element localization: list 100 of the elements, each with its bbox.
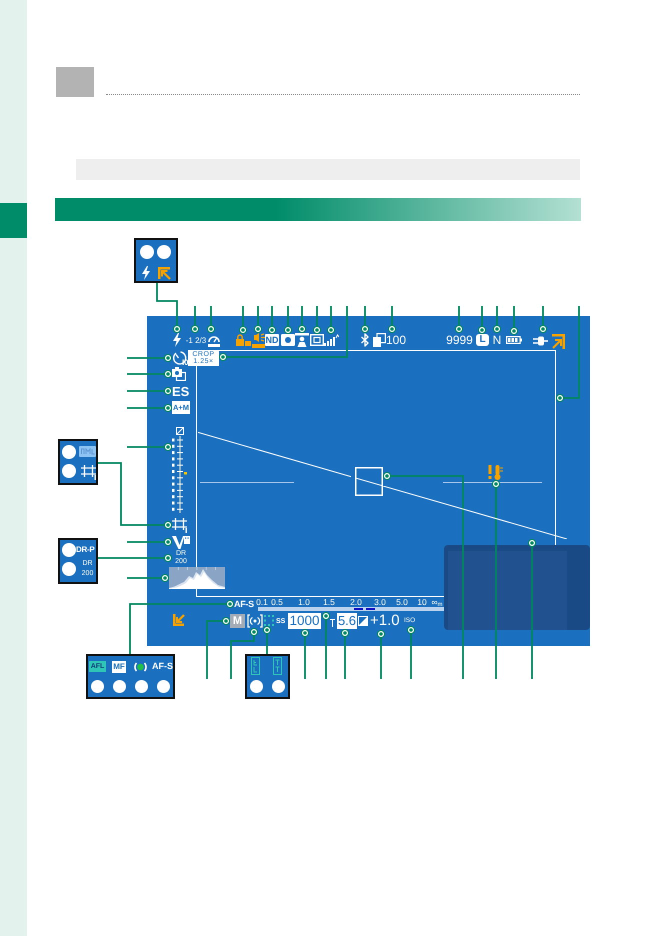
exposure-mode-badge: M <box>230 614 245 628</box>
callout-circle <box>90 680 104 692</box>
gauge-icon <box>207 333 221 347</box>
bar-steps-icon <box>324 334 339 346</box>
callout-box <box>58 439 98 485</box>
shots-remaining-readout: 9999 <box>444 333 475 347</box>
callout-box <box>86 654 175 699</box>
leader-line <box>230 627 259 679</box>
callout-circle <box>156 680 170 692</box>
leader-line <box>206 616 231 679</box>
level-indicator-drawing <box>198 430 351 483</box>
leader-line <box>312 306 322 335</box>
scale-number: 0.1 <box>256 597 268 607</box>
leader-line <box>283 306 293 335</box>
viewfinder-screen <box>147 316 590 646</box>
scale-number: 5.0 <box>396 597 408 607</box>
battery-icon <box>506 335 522 345</box>
image-size-badge: L <box>476 334 489 346</box>
histogram-drawing <box>169 567 225 589</box>
focus-frame <box>355 467 383 496</box>
leader-line <box>267 306 277 335</box>
leader-line <box>454 306 464 334</box>
scale-number: 1.5 <box>323 597 335 607</box>
leader-line <box>127 386 173 396</box>
callout-circle <box>250 680 262 692</box>
flash-icon <box>172 333 182 347</box>
callout-box <box>134 238 178 283</box>
leader-line <box>127 573 170 583</box>
counter-readout: 100 <box>386 333 411 347</box>
quality-letter: N <box>492 333 502 347</box>
dynamic-range-label: DR-P <box>76 544 95 556</box>
callout-circle <box>140 245 154 259</box>
heading-marker <box>56 67 94 97</box>
leader-line <box>527 538 537 679</box>
leader-line <box>387 306 397 334</box>
focus-mode-badge: MF <box>112 661 126 673</box>
callout-circle <box>62 543 76 557</box>
leader-line <box>253 306 263 334</box>
leader-line <box>300 628 310 679</box>
film-icon <box>172 535 190 550</box>
leader-line <box>127 537 173 547</box>
speaker-icon <box>251 333 266 348</box>
leader-line <box>491 479 501 679</box>
leader-line <box>340 628 350 679</box>
padlock-icon <box>236 334 251 346</box>
leader-line <box>509 306 519 336</box>
focus-mode-label: AF-S <box>152 660 173 673</box>
scale-number: 2.0 <box>350 597 362 607</box>
grid-lines-icon <box>172 517 190 533</box>
dotted-square-icon <box>264 615 274 626</box>
leader-line <box>206 306 216 334</box>
focus-mode-label: AF-S <box>234 597 255 612</box>
exposure-compensation-readout: +1.0 <box>370 612 402 630</box>
leader-line <box>376 629 386 679</box>
leader-line <box>190 306 200 334</box>
timer-icon <box>172 351 188 365</box>
exposure-scale-drawing <box>172 427 188 513</box>
shutter-type-label: ES <box>172 384 192 399</box>
callout-circle <box>62 562 76 576</box>
scale-number: 10 <box>416 597 428 607</box>
camera-stack-icon <box>172 367 186 381</box>
callout-box <box>58 538 98 584</box>
shutter-speed-readout: 1000 <box>288 613 321 629</box>
leader-line <box>382 471 464 679</box>
callout-circle <box>157 245 171 259</box>
leader-line <box>262 625 272 654</box>
leader-line <box>127 442 173 452</box>
leader-line <box>538 306 548 334</box>
nested-squares-icon <box>310 334 324 346</box>
leader-line <box>326 306 336 335</box>
section-heading-bar <box>55 198 581 221</box>
scale-number: 1.0 <box>298 597 310 607</box>
scale-number: 0.5 <box>271 597 283 607</box>
callout-circle <box>134 680 148 692</box>
person-icon <box>295 333 309 347</box>
leader-line <box>98 553 173 563</box>
leader-line <box>127 369 173 379</box>
scale-number: 3.0 <box>374 597 386 607</box>
callout-circle <box>62 464 76 478</box>
nd-filter-badge: ND <box>265 334 279 346</box>
leader-line <box>492 306 502 334</box>
callout-circle <box>112 680 126 692</box>
leader-line <box>127 353 173 363</box>
callout-circle <box>62 445 76 459</box>
leader-line <box>406 625 416 679</box>
callout-circle <box>272 680 284 692</box>
leader-line <box>98 462 173 530</box>
callout-box <box>245 654 290 699</box>
leader-line <box>218 306 348 362</box>
scale-number: ∞$_{m}$ <box>431 597 443 607</box>
leader-line <box>297 306 307 334</box>
level-line <box>383 486 567 539</box>
plug-icon <box>533 333 565 349</box>
leader-line <box>321 611 331 679</box>
leader-line <box>238 306 248 335</box>
leader-line <box>555 306 580 403</box>
leader-line <box>360 306 370 334</box>
metering-icon <box>247 614 263 628</box>
bluetooth-icon <box>360 333 370 347</box>
leader-line <box>129 599 235 654</box>
